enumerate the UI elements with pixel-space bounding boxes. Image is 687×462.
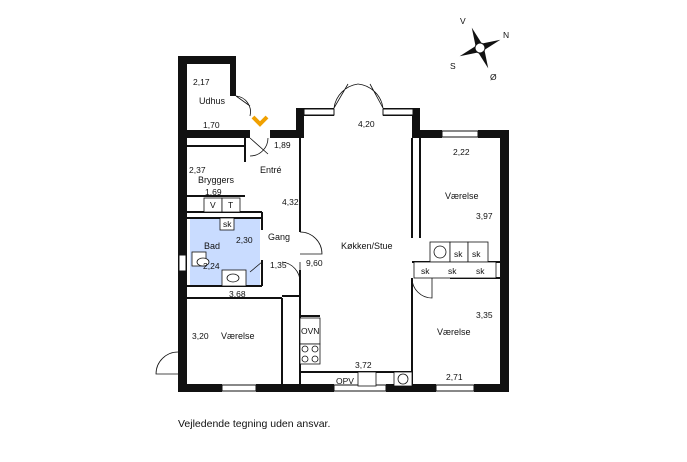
- compass-o: Ø: [490, 72, 497, 82]
- room-bad: Bad: [204, 241, 221, 251]
- washing-icon-1: [433, 245, 447, 259]
- fixture-sk-2: sk: [472, 249, 481, 259]
- fixture-sk-bad: sk: [223, 219, 232, 229]
- room-gang: Gang: [268, 232, 291, 242]
- dim-entre-w: 1,89: [274, 140, 291, 150]
- room-entre: Entré: [260, 165, 282, 175]
- fixture-sk-5: sk: [476, 266, 485, 276]
- compass-n: N: [503, 30, 510, 40]
- compass-icon: [459, 27, 501, 69]
- dim-bad-bottom: 3,68: [229, 289, 246, 299]
- dryer-box: [221, 197, 241, 213]
- compass-s: S: [450, 61, 456, 71]
- room-udhus: Udhus: [199, 96, 226, 106]
- dim-bad-h: 2,24: [203, 261, 220, 271]
- disclaimer-text: Vejledende tegning uden ansvar.: [178, 418, 331, 430]
- dishwasher-icon: [397, 373, 409, 385]
- fixtures: [191, 197, 497, 387]
- dim-vaerelse2-bottom: 2,71: [446, 372, 463, 382]
- entrance-arrow-icon: [251, 115, 269, 127]
- dim-vaerelse1-top: 2,22: [453, 147, 470, 157]
- hob-icon-1: [301, 345, 309, 353]
- fixture-sk-4: sk: [448, 266, 457, 276]
- fixture-ovn: OVN: [301, 326, 320, 336]
- dim-stue-bottom: 3,72: [355, 360, 372, 370]
- room-bryggers: Bryggers: [198, 175, 235, 185]
- room-vaerelse-1: Værelse: [445, 191, 479, 201]
- room-vaerelse-2: Værelse: [437, 327, 471, 337]
- fixture-v: V: [210, 200, 216, 210]
- doors: [155, 83, 433, 375]
- dim-vaerelse3-side: 3,20: [192, 331, 209, 341]
- dim-bad-w: 2,30: [236, 235, 253, 245]
- dim-vaerelse1-side: 3,97: [476, 211, 493, 221]
- compass-v: V: [460, 16, 466, 26]
- dim-gang-w: 4,32: [282, 197, 299, 207]
- dim-udhus-w: 2,17: [193, 77, 210, 87]
- dim-stue-top: 4,20: [358, 119, 375, 129]
- sink-icon: [226, 273, 240, 283]
- kitchen-sink-box: [357, 371, 377, 387]
- dim-udhus-h: 1,70: [203, 120, 220, 130]
- hob-icon-4: [311, 355, 319, 363]
- fixture-sk-1: sk: [454, 249, 463, 259]
- hob-icon-2: [311, 345, 319, 353]
- dim-gang-h: 1,35: [270, 260, 287, 270]
- hob-icon-3: [301, 355, 309, 363]
- wardrobe-box: [219, 217, 235, 231]
- wardrobe-row-box: [413, 261, 497, 279]
- windows: [178, 108, 479, 392]
- fixture-t: T: [228, 200, 234, 210]
- room-kokken-stue: Køkken/Stue: [341, 241, 393, 251]
- dim-bryggers-w: 2,37: [189, 165, 206, 175]
- dim-vaerelse2-side: 3,35: [476, 310, 493, 320]
- fixture-sk-3: sk: [421, 266, 430, 276]
- fixture-opv: OPV: [336, 376, 354, 386]
- dim-bryggers-h: 1,69: [205, 187, 222, 197]
- room-vaerelse-3: Værelse: [221, 331, 255, 341]
- dim-stue-side: 9,60: [306, 258, 323, 268]
- toilet-icon: [196, 257, 210, 267]
